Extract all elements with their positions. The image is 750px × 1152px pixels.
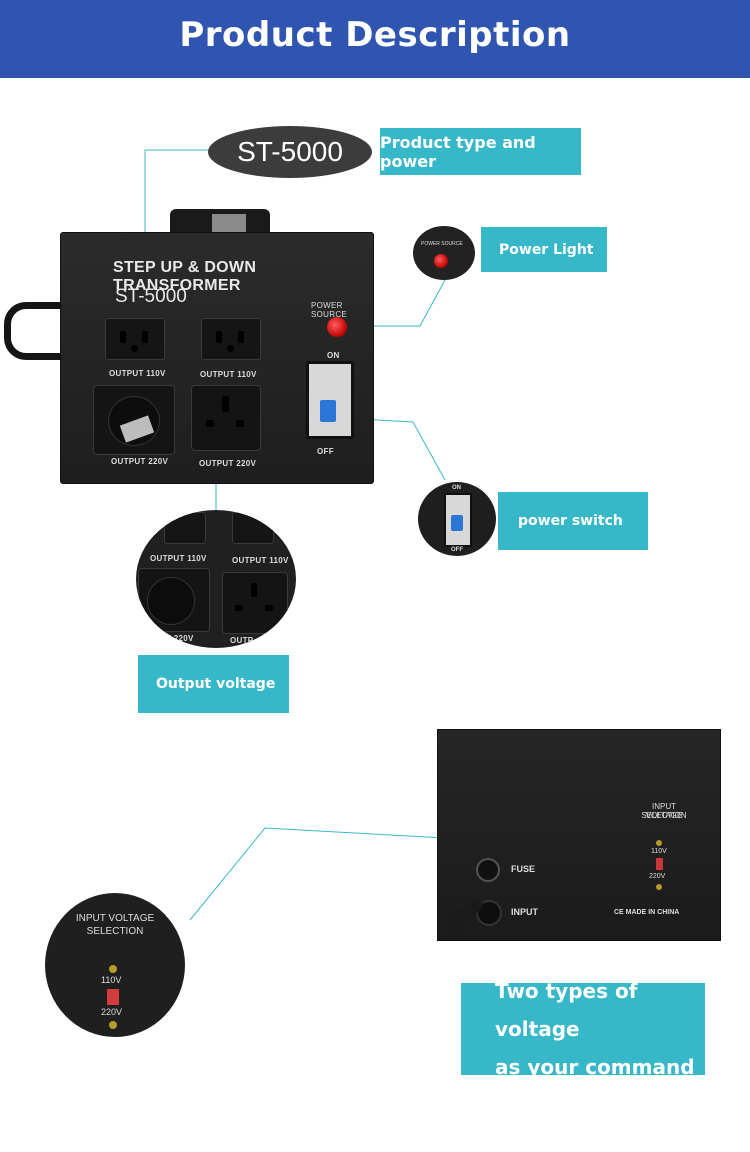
power-light-zoom: POWER SOURCE [413,226,475,280]
label-output-220v-a: OUTPUT 220V [111,457,169,466]
switch-zoom-on: ON [452,485,461,491]
model-oval-text: ST-5000 [237,136,343,167]
socket-110v-left [105,318,165,360]
output-zoom-label-a: OUTPUT 110V [150,554,207,563]
header-banner: Product Description [0,0,750,78]
label-off: OFF [317,447,334,456]
rear-110v: 110V [651,848,667,855]
rear-voltage-selector[interactable] [656,858,663,870]
label-power-light: Power Light [481,227,607,272]
model-oval: ST-5000 [208,126,372,178]
connector-selector [189,827,446,921]
transformer-rear: INPUT VOLTAGE SELECTION 110V 220V FUSE I… [437,729,721,941]
selector-zoom-220v: 220V [101,1007,123,1017]
output-zoom-label-b: OUTPUT 110V [232,556,289,565]
breaker-toggle[interactable] [320,400,336,422]
label-two-types-line1: Two types of voltage [495,979,638,1041]
label-two-types-line2: as your command [495,1055,695,1079]
label-output-220v-b: OUTPUT 220V [199,459,257,468]
switch-zoom-breaker [444,493,472,547]
power-light-zoom-text: POWER SOURCE [421,241,463,247]
selector-zoom-selection: SELECTION [86,926,144,937]
handle-clip [212,214,246,232]
selector-zoom-input-voltage: INPUT VOLTAGE [75,913,155,924]
fuse-holder[interactable] [476,858,500,882]
label-power-light-text: Power Light [499,241,594,258]
connector-power-light [352,279,446,327]
transformer-front: STEP UP & DOWN TRANSFORMER ST-5000 OUTPU… [60,232,374,484]
label-on: ON [327,351,340,360]
label-power-source: POWER SOURCE [311,301,348,319]
rear-220v: 220V [649,873,666,880]
label-power-switch-text: power switch [518,513,623,529]
output-zoom: OUTPUT 110V OUTPUT 110V T 220V OUTP [136,510,296,648]
selector-zoom: INPUT VOLTAGE SELECTION 110V 220V [45,893,185,1037]
rear-fuse: FUSE [511,864,536,874]
label-output-110v-b: OUTPUT 110V [200,370,257,379]
rear-made-in: CE MADE IN CHINA [614,909,680,916]
rear-input: INPUT [511,907,538,917]
output-zoom-label-c: T 220V [166,634,194,643]
power-source-led [327,317,347,337]
front-title: STEP UP & DOWN TRANSFORMER [113,259,257,294]
power-switch-zoom: ON OFF [418,482,496,556]
socket-220v-schuko [93,385,175,455]
connector-model [144,149,210,265]
socket-110v-right [201,318,261,360]
output-zoom-label-d: OUTP [230,636,254,645]
label-product-type: Product type and power [380,128,581,175]
socket-220v-universal [191,385,261,451]
page-title: Product Description [179,15,571,55]
label-two-types: Two types of voltage as your command [461,979,705,1079]
label-output-voltage: Output voltage [138,655,289,713]
front-model: ST-5000 [115,286,187,307]
label-product-type-text: Product type and power [380,132,536,171]
switch-zoom-off: OFF [451,547,463,553]
power-light-zoom-led [434,254,448,268]
rear-input-voltage: INPUT VOLTAGE [645,802,683,820]
label-output-110v-a: OUTPUT 110V [109,369,166,378]
selector-zoom-110v: 110V [101,975,122,985]
rear-selection: SELECTION [641,811,687,820]
selector-zoom-switch [107,989,119,1005]
label-power-switch: power switch [498,492,648,550]
power-cable [4,302,81,360]
breaker-switch[interactable] [306,361,354,439]
label-output-voltage-text: Output voltage [156,676,276,692]
